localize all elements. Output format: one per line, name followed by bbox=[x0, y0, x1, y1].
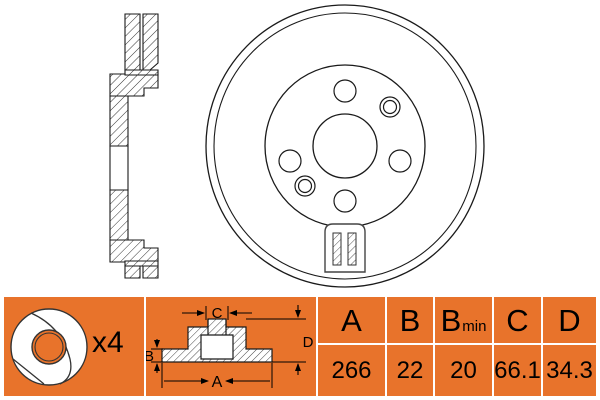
dimension-d: D bbox=[246, 305, 314, 375]
side-hub-wall-upper bbox=[109, 95, 129, 147]
side-lower-ring bbox=[124, 260, 159, 279]
cross-section-panel: C B D bbox=[144, 297, 316, 396]
hat-cavity bbox=[200, 334, 234, 360]
vane-cutaway-detail bbox=[324, 223, 366, 273]
header-label-b: B bbox=[399, 302, 421, 338]
header-label-a: A bbox=[341, 302, 362, 338]
hub-legend-panel: x4 bbox=[4, 297, 144, 396]
threaded-hole-upper-right bbox=[379, 96, 401, 118]
value-cell-bmin: 20 bbox=[450, 356, 477, 384]
dimension-a: A bbox=[161, 363, 273, 391]
center-bore-circle bbox=[312, 113, 378, 179]
divider-xsec-a bbox=[316, 297, 318, 396]
side-hub-wall-lower bbox=[109, 189, 129, 241]
value-cell-d: 34.3 bbox=[546, 356, 593, 384]
header-cell-c: C bbox=[494, 297, 541, 343]
value-cell-b: 22 bbox=[396, 356, 424, 384]
threaded-hole-lower-left bbox=[294, 175, 316, 197]
divider-hub-xsec bbox=[144, 297, 146, 396]
header-cell-a: A bbox=[318, 297, 385, 343]
header-sublabel-bmin: min bbox=[462, 317, 487, 335]
header-cell-d: D bbox=[543, 297, 596, 343]
side-section-view bbox=[109, 13, 159, 279]
front-face-view bbox=[205, 4, 485, 288]
header-cell-b: B bbox=[387, 297, 433, 343]
header-label-d: D bbox=[558, 302, 581, 338]
dimension-a-label: A bbox=[212, 374, 223, 391]
bolt-hole-right bbox=[388, 149, 412, 173]
hub-icon-svg bbox=[10, 308, 88, 386]
divider-b-bmin bbox=[433, 297, 435, 396]
value-cell-c: 66.1 bbox=[494, 356, 541, 384]
dimension-b-label: B bbox=[146, 348, 154, 365]
technical-drawing-area bbox=[109, 4, 485, 288]
divider-a-b bbox=[385, 297, 387, 396]
dimension-d-label: D bbox=[303, 334, 314, 351]
divider-bmin-c bbox=[492, 297, 494, 396]
bolt-hole-top bbox=[333, 79, 357, 103]
dimension-c-label: C bbox=[212, 305, 223, 322]
side-upper-ring bbox=[124, 13, 159, 76]
side-upper-hat bbox=[109, 73, 159, 97]
drawing-svg bbox=[109, 4, 485, 288]
hat-neck-lines bbox=[207, 319, 227, 335]
disc-friction-band bbox=[213, 12, 477, 280]
bolt-hole-left bbox=[278, 149, 302, 173]
value-cell-a: 266 bbox=[331, 356, 372, 384]
side-lower-hat bbox=[109, 239, 159, 263]
dimension-c: C bbox=[182, 305, 252, 322]
header-label-bmin: B bbox=[440, 302, 462, 338]
header-label-c: C bbox=[506, 302, 529, 338]
side-center-bore bbox=[109, 145, 129, 191]
dimension-b: B bbox=[144, 339, 163, 373]
bolt-count-multiplier: x4 bbox=[92, 326, 124, 359]
bolt-hole-bottom bbox=[333, 189, 357, 213]
specification-table: x4 bbox=[4, 297, 596, 396]
cross-section-svg: C B D bbox=[144, 305, 314, 391]
divider-c-d bbox=[541, 297, 543, 396]
divider-header-values bbox=[316, 343, 596, 345]
wheel-hub-icon bbox=[10, 308, 88, 386]
